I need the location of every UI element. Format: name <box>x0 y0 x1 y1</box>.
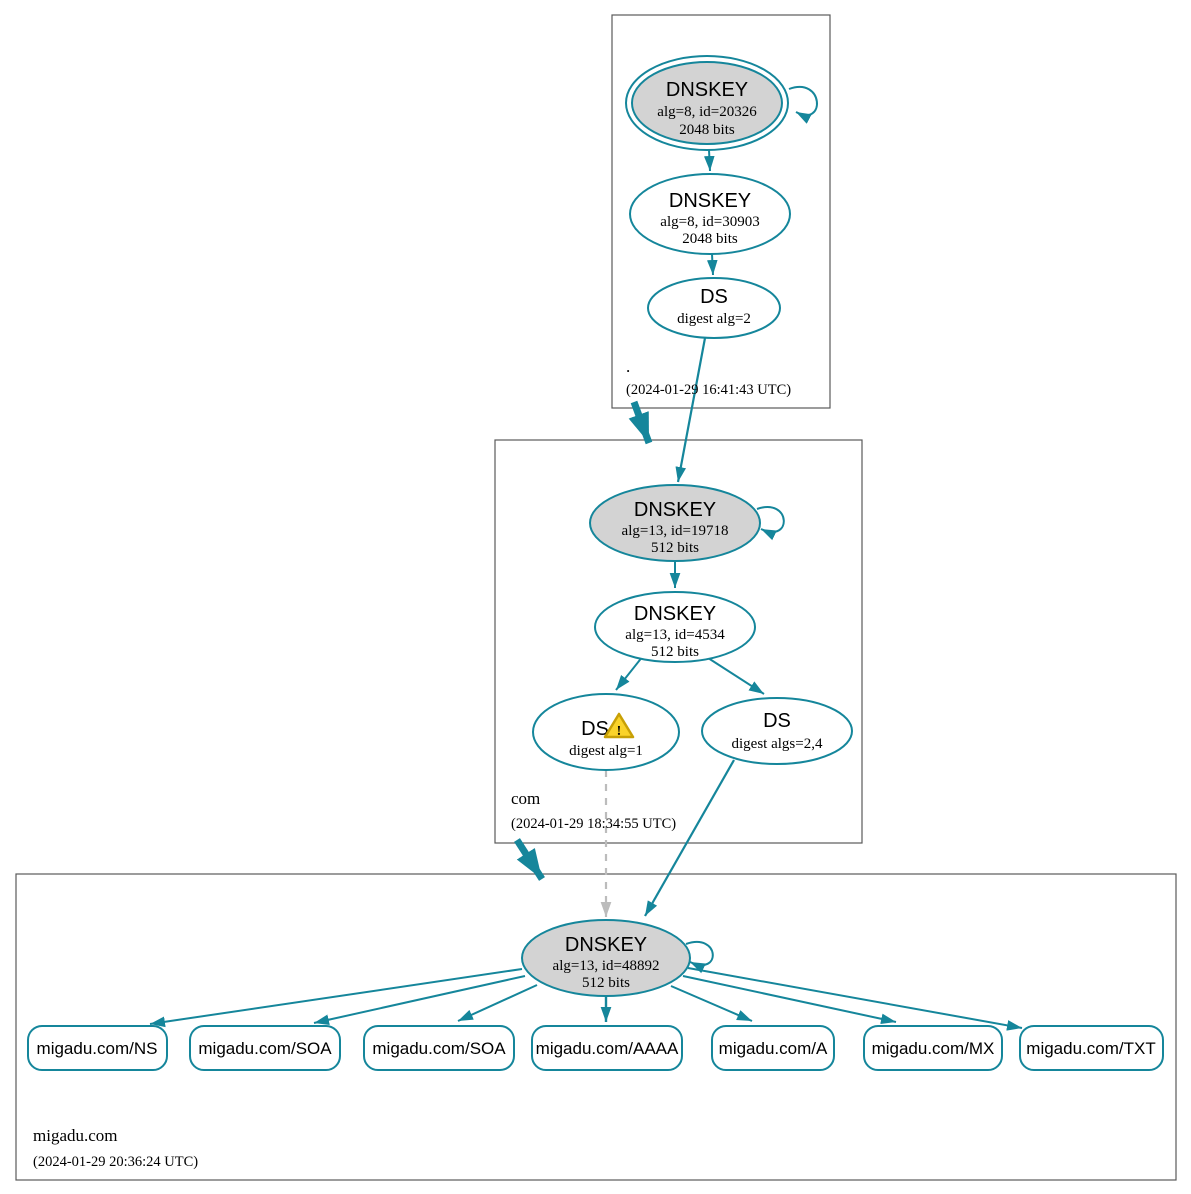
rrset-txt-rect <box>1019 1025 1164 1071</box>
com-ds-warning-detail1: digest alg=1 <box>569 743 643 759</box>
node-root-ds[interactable]: DS digest alg=2 <box>647 277 781 339</box>
rrset-txt-label: migadu.com/TXT <box>1026 1039 1155 1058</box>
warning-triangle <box>603 712 635 739</box>
edge-delegation-root-to-com <box>628 400 653 445</box>
rrset-mx-rect <box>863 1025 1003 1071</box>
rrset-ns-rect <box>27 1025 168 1071</box>
rrset-soa-1-label: migadu.com/SOA <box>198 1039 332 1058</box>
rrset-a-label: migadu.com/A <box>719 1039 828 1058</box>
node-com-zsk-dnskey[interactable]: DNSKEY alg=13, id=4534 512 bits <box>594 591 756 663</box>
com-zsk-ellipse <box>594 591 756 663</box>
node-migadu-ksk-dnskey[interactable]: DNSKEY alg=13, id=48892 512 bits <box>521 919 691 997</box>
edge-delegation-com-to-migadu <box>514 838 545 881</box>
rrset-ns-label: migadu.com/NS <box>37 1039 158 1058</box>
migadu-ksk-type: DNSKEY <box>565 934 647 956</box>
com-ksk-type: DNSKEY <box>634 499 716 521</box>
edge-root-ksk-to-zsk <box>703 149 715 172</box>
com-ksk-detail1: alg=13, id=19718 <box>622 523 729 539</box>
rrset-soa-2-rect <box>363 1025 515 1071</box>
node-com-ds[interactable]: DS digest algs=2,4 <box>701 697 853 765</box>
migadu-ksk-detail1: alg=13, id=48892 <box>553 958 660 974</box>
edge-ksk-to-a <box>670 985 753 1022</box>
edge-ksk-to-mx <box>682 975 897 1025</box>
migadu-ksk-ellipse <box>521 919 691 997</box>
root-zsk-ellipse <box>629 173 791 255</box>
zone-timestamp-com: (2024-01-29 18:34:55 UTC) <box>511 816 676 832</box>
root-zsk-detail2: 2048 bits <box>682 231 738 247</box>
root-zsk-detail1: alg=8, id=30903 <box>660 214 759 230</box>
node-rrset-soa-1[interactable]: migadu.com/SOA <box>189 1025 341 1071</box>
edge-ksk-to-txt <box>687 967 1023 1031</box>
com-zsk-type: DNSKEY <box>634 603 716 625</box>
root-ds-type: DS <box>700 286 728 308</box>
rrset-a-rect <box>711 1025 835 1071</box>
edge-com-ksk-self-loop <box>756 506 785 541</box>
edge-com-zsk-to-ds-warning <box>615 655 644 691</box>
com-ksk-detail2: 512 bits <box>651 540 699 556</box>
edge-com-zsk-to-ds <box>704 655 765 695</box>
node-com-ksk-dnskey[interactable]: DNSKEY alg=13, id=19718 512 bits <box>589 484 761 562</box>
rrset-mx-label: migadu.com/MX <box>872 1039 995 1058</box>
edge-root-ds-to-com-ksk <box>675 337 707 483</box>
edge-migadu-ksk-self-loop <box>685 941 714 974</box>
node-root-ksk-dnskey[interactable]: DNSKEY alg=8, id=20326 2048 bits <box>625 55 789 151</box>
edge-ksk-to-ns <box>149 968 523 1028</box>
root-ds-detail1: digest alg=2 <box>677 311 751 327</box>
node-rrset-a[interactable]: migadu.com/A <box>711 1025 835 1071</box>
rrset-aaaa-label: migadu.com/AAAA <box>536 1039 679 1058</box>
root-ksk-detail1: alg=8, id=20326 <box>657 104 757 120</box>
root-ksk-type: DNSKEY <box>666 79 748 101</box>
rrset-soa-2-label: migadu.com/SOA <box>372 1039 506 1058</box>
migadu-ksk-detail2: 512 bits <box>582 975 630 991</box>
edge-ksk-to-soa2 <box>457 984 538 1022</box>
edge-root-ksk-self-loop <box>788 86 818 124</box>
com-ds-ellipse <box>701 697 853 765</box>
zone-label-com: com <box>511 789 540 808</box>
zone-label-root: . <box>626 357 630 376</box>
edge-ksk-to-soa1 <box>313 975 526 1025</box>
rrset-soa-1-rect <box>189 1025 341 1071</box>
node-rrset-aaaa[interactable]: migadu.com/AAAA <box>531 1025 683 1071</box>
node-rrset-mx[interactable]: migadu.com/MX <box>863 1025 1003 1071</box>
com-ds-detail1: digest algs=2,4 <box>732 736 823 752</box>
zone-label-migadu: migadu.com <box>33 1126 118 1145</box>
zone-timestamp-migadu: (2024-01-29 20:36:24 UTC) <box>33 1154 198 1170</box>
warning-icon: ! <box>603 712 635 739</box>
zone-timestamp-root: (2024-01-29 16:41:43 UTC) <box>626 382 791 398</box>
root-ksk-detail2: 2048 bits <box>679 122 735 138</box>
node-rrset-ns[interactable]: migadu.com/NS <box>27 1025 168 1071</box>
rrset-aaaa-rect <box>531 1025 683 1071</box>
root-ds-ellipse <box>647 277 781 339</box>
com-ds-warning-ellipse <box>532 693 680 771</box>
com-ksk-ellipse <box>589 484 761 562</box>
edge-root-zsk-to-ds <box>706 253 718 276</box>
edge-com-ds-to-migadu-ksk <box>644 759 735 917</box>
node-root-zsk-dnskey[interactable]: DNSKEY alg=8, id=30903 2048 bits <box>629 173 791 255</box>
com-ds-warning-type: DS <box>581 718 609 740</box>
com-zsk-detail2: 512 bits <box>651 644 699 660</box>
root-ksk-inner-ring <box>631 61 783 145</box>
node-com-ds-warning[interactable]: DS ! digest alg=1 <box>532 693 680 771</box>
com-ds-type: DS <box>763 710 791 732</box>
node-rrset-txt[interactable]: migadu.com/TXT <box>1019 1025 1164 1071</box>
warning-exclamation: ! <box>617 724 622 739</box>
node-rrset-soa-2[interactable]: migadu.com/SOA <box>363 1025 515 1071</box>
com-zsk-detail1: alg=13, id=4534 <box>625 627 725 643</box>
root-zsk-type: DNSKEY <box>669 190 751 212</box>
